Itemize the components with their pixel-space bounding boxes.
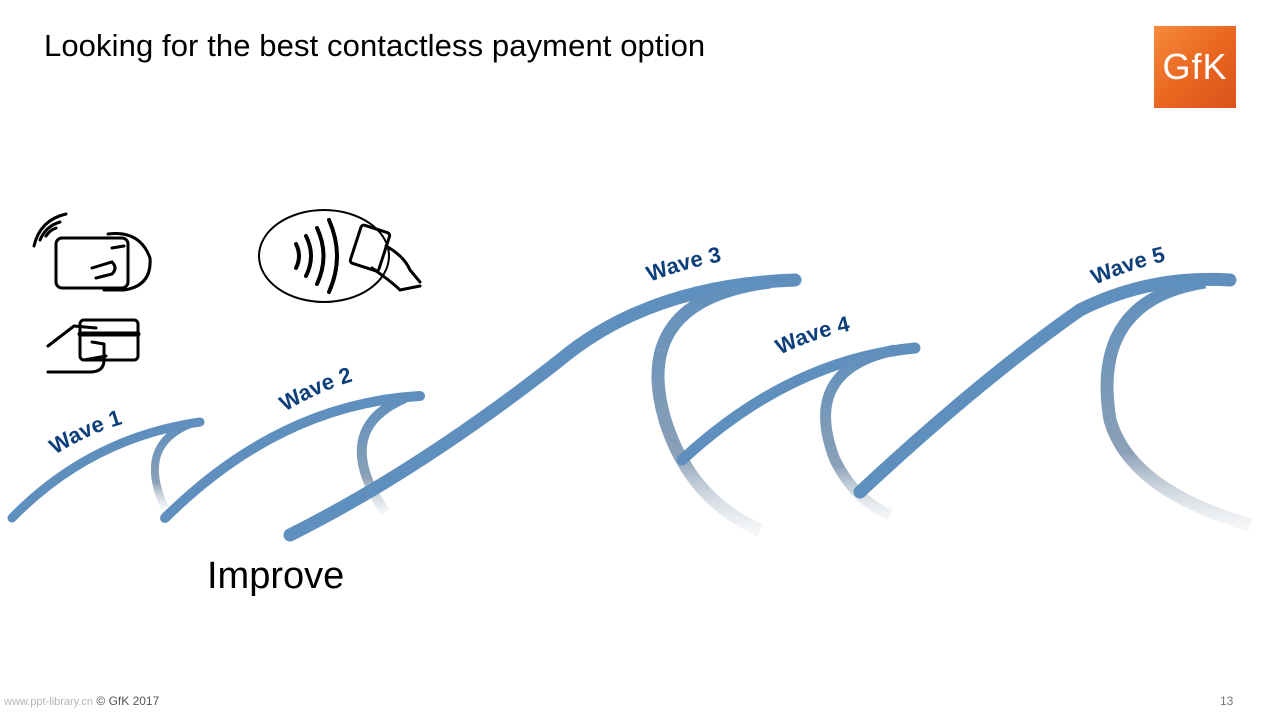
slide-title: Looking for the best contactless payment…: [44, 28, 706, 63]
contactless-symbol-hand-icon: [258, 209, 422, 303]
wave-3-label: Wave 3: [643, 242, 723, 287]
page-number: 13: [1220, 694, 1234, 708]
wave-4-label: Wave 4: [772, 311, 853, 359]
contactless-card-tap-icon: [32, 212, 152, 292]
logo-text: GfK: [1162, 46, 1228, 87]
footer-copyright: www.ppt-library.cn © GfK 2017: [4, 694, 159, 708]
wave-5: Wave 5: [853, 242, 1252, 532]
wave-4: Wave 4: [676, 311, 921, 521]
improve-label: Improve: [207, 555, 345, 597]
watermark-text: www.ppt-library.cn: [4, 696, 94, 708]
copyright-text: © GfK 2017: [96, 694, 160, 708]
wave-2: Wave 2: [160, 362, 425, 523]
wave-3: Wave 3: [283, 242, 802, 542]
wave-1: Wave 1: [7, 405, 205, 523]
gfk-logo: GfK: [1154, 26, 1236, 108]
card-in-hand-icon: [46, 318, 141, 374]
